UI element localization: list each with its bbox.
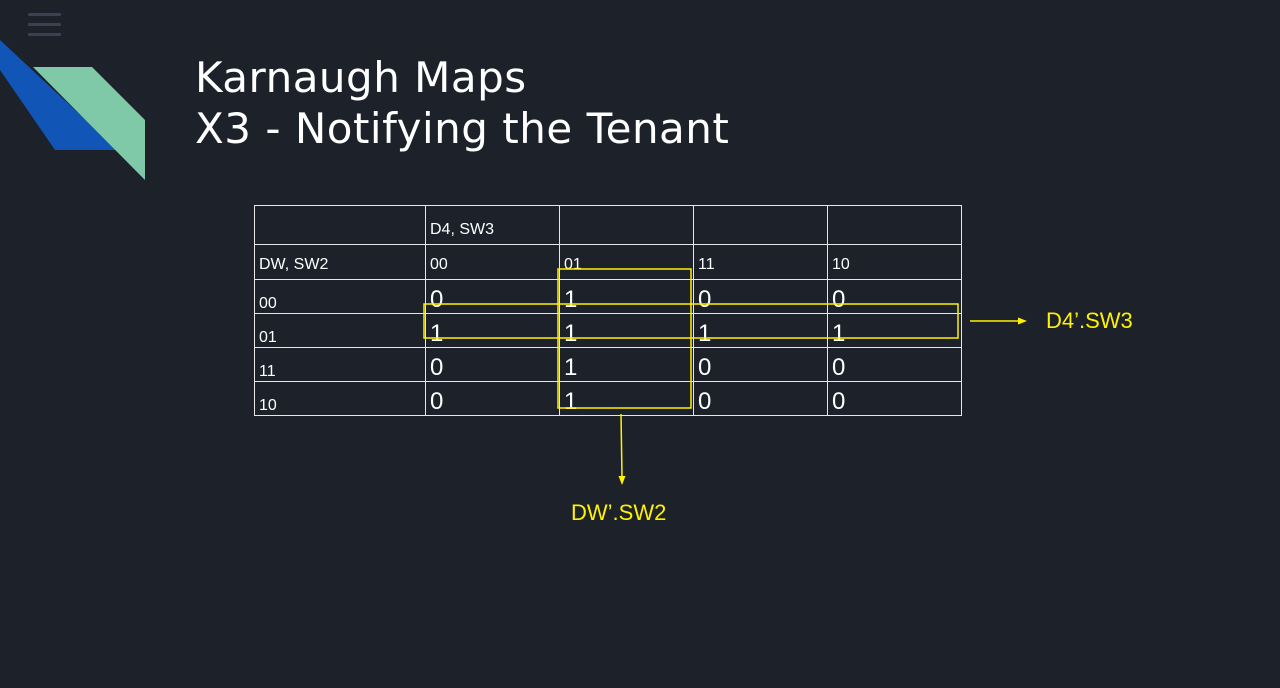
kmap-cell: 1 — [559, 381, 694, 416]
slide-decoration — [0, 40, 145, 180]
kmap-cell: 0 — [693, 279, 828, 314]
col-header: 00 — [425, 244, 560, 280]
row-header: 00 — [254, 279, 426, 314]
kmap-cell: 1 — [693, 313, 828, 348]
table-row: 00 0 1 0 0 — [254, 279, 962, 314]
kmap-cell: 0 — [827, 347, 962, 382]
row-header: 01 — [254, 313, 426, 348]
row-group-term: D4’.SW3 — [1046, 308, 1133, 333]
header-empty-cell — [559, 205, 694, 245]
row-group-label: DW, SW2 — [254, 244, 426, 280]
down-arrow-head — [618, 476, 626, 485]
kmap-cell: 0 — [827, 381, 962, 416]
karnaugh-map-table: D4, SW3 DW, SW2 00 01 11 10 00 0 1 0 0 0… — [254, 205, 962, 416]
row-header: 11 — [254, 347, 426, 382]
table-row: 01 1 1 1 1 — [254, 313, 962, 348]
col-group-term: DW’.SW2 — [571, 500, 667, 525]
right-arrow-head — [1018, 317, 1027, 325]
table-row: 11 0 1 0 0 — [254, 347, 962, 382]
kmap-cell: 1 — [425, 313, 560, 348]
col-header: 11 — [693, 244, 828, 280]
slide-title-line2: X3 - Notifying the Tenant — [195, 104, 730, 153]
corner-cell — [254, 205, 426, 245]
kmap-cell: 1 — [559, 313, 694, 348]
row-header: 10 — [254, 381, 426, 416]
kmap-cell: 1 — [559, 347, 694, 382]
col-group-label: D4, SW3 — [425, 205, 560, 245]
kmap-cell: 0 — [425, 347, 560, 382]
slide-title-line1: Karnaugh Maps — [195, 53, 527, 102]
header-empty-cell — [693, 205, 828, 245]
slide-title: Karnaugh Maps X3 - Notifying the Tenant — [195, 52, 729, 154]
down-arrow-line — [620, 413, 623, 478]
table-header-row: DW, SW2 00 01 11 10 — [254, 244, 962, 280]
kmap-cell: 1 — [827, 313, 962, 348]
col-header: 01 — [559, 244, 694, 280]
kmap-cell: 1 — [559, 279, 694, 314]
kmap-cell: 0 — [425, 279, 560, 314]
kmap-cell: 0 — [693, 347, 828, 382]
header-empty-cell — [827, 205, 962, 245]
kmap-cell: 0 — [827, 279, 962, 314]
hamburger-menu-icon[interactable] — [28, 13, 61, 37]
col-header: 10 — [827, 244, 962, 280]
kmap-cell: 0 — [425, 381, 560, 416]
table-row: 10 0 1 0 0 — [254, 381, 962, 416]
table-header-row: D4, SW3 — [254, 205, 962, 245]
kmap-cell: 0 — [693, 381, 828, 416]
